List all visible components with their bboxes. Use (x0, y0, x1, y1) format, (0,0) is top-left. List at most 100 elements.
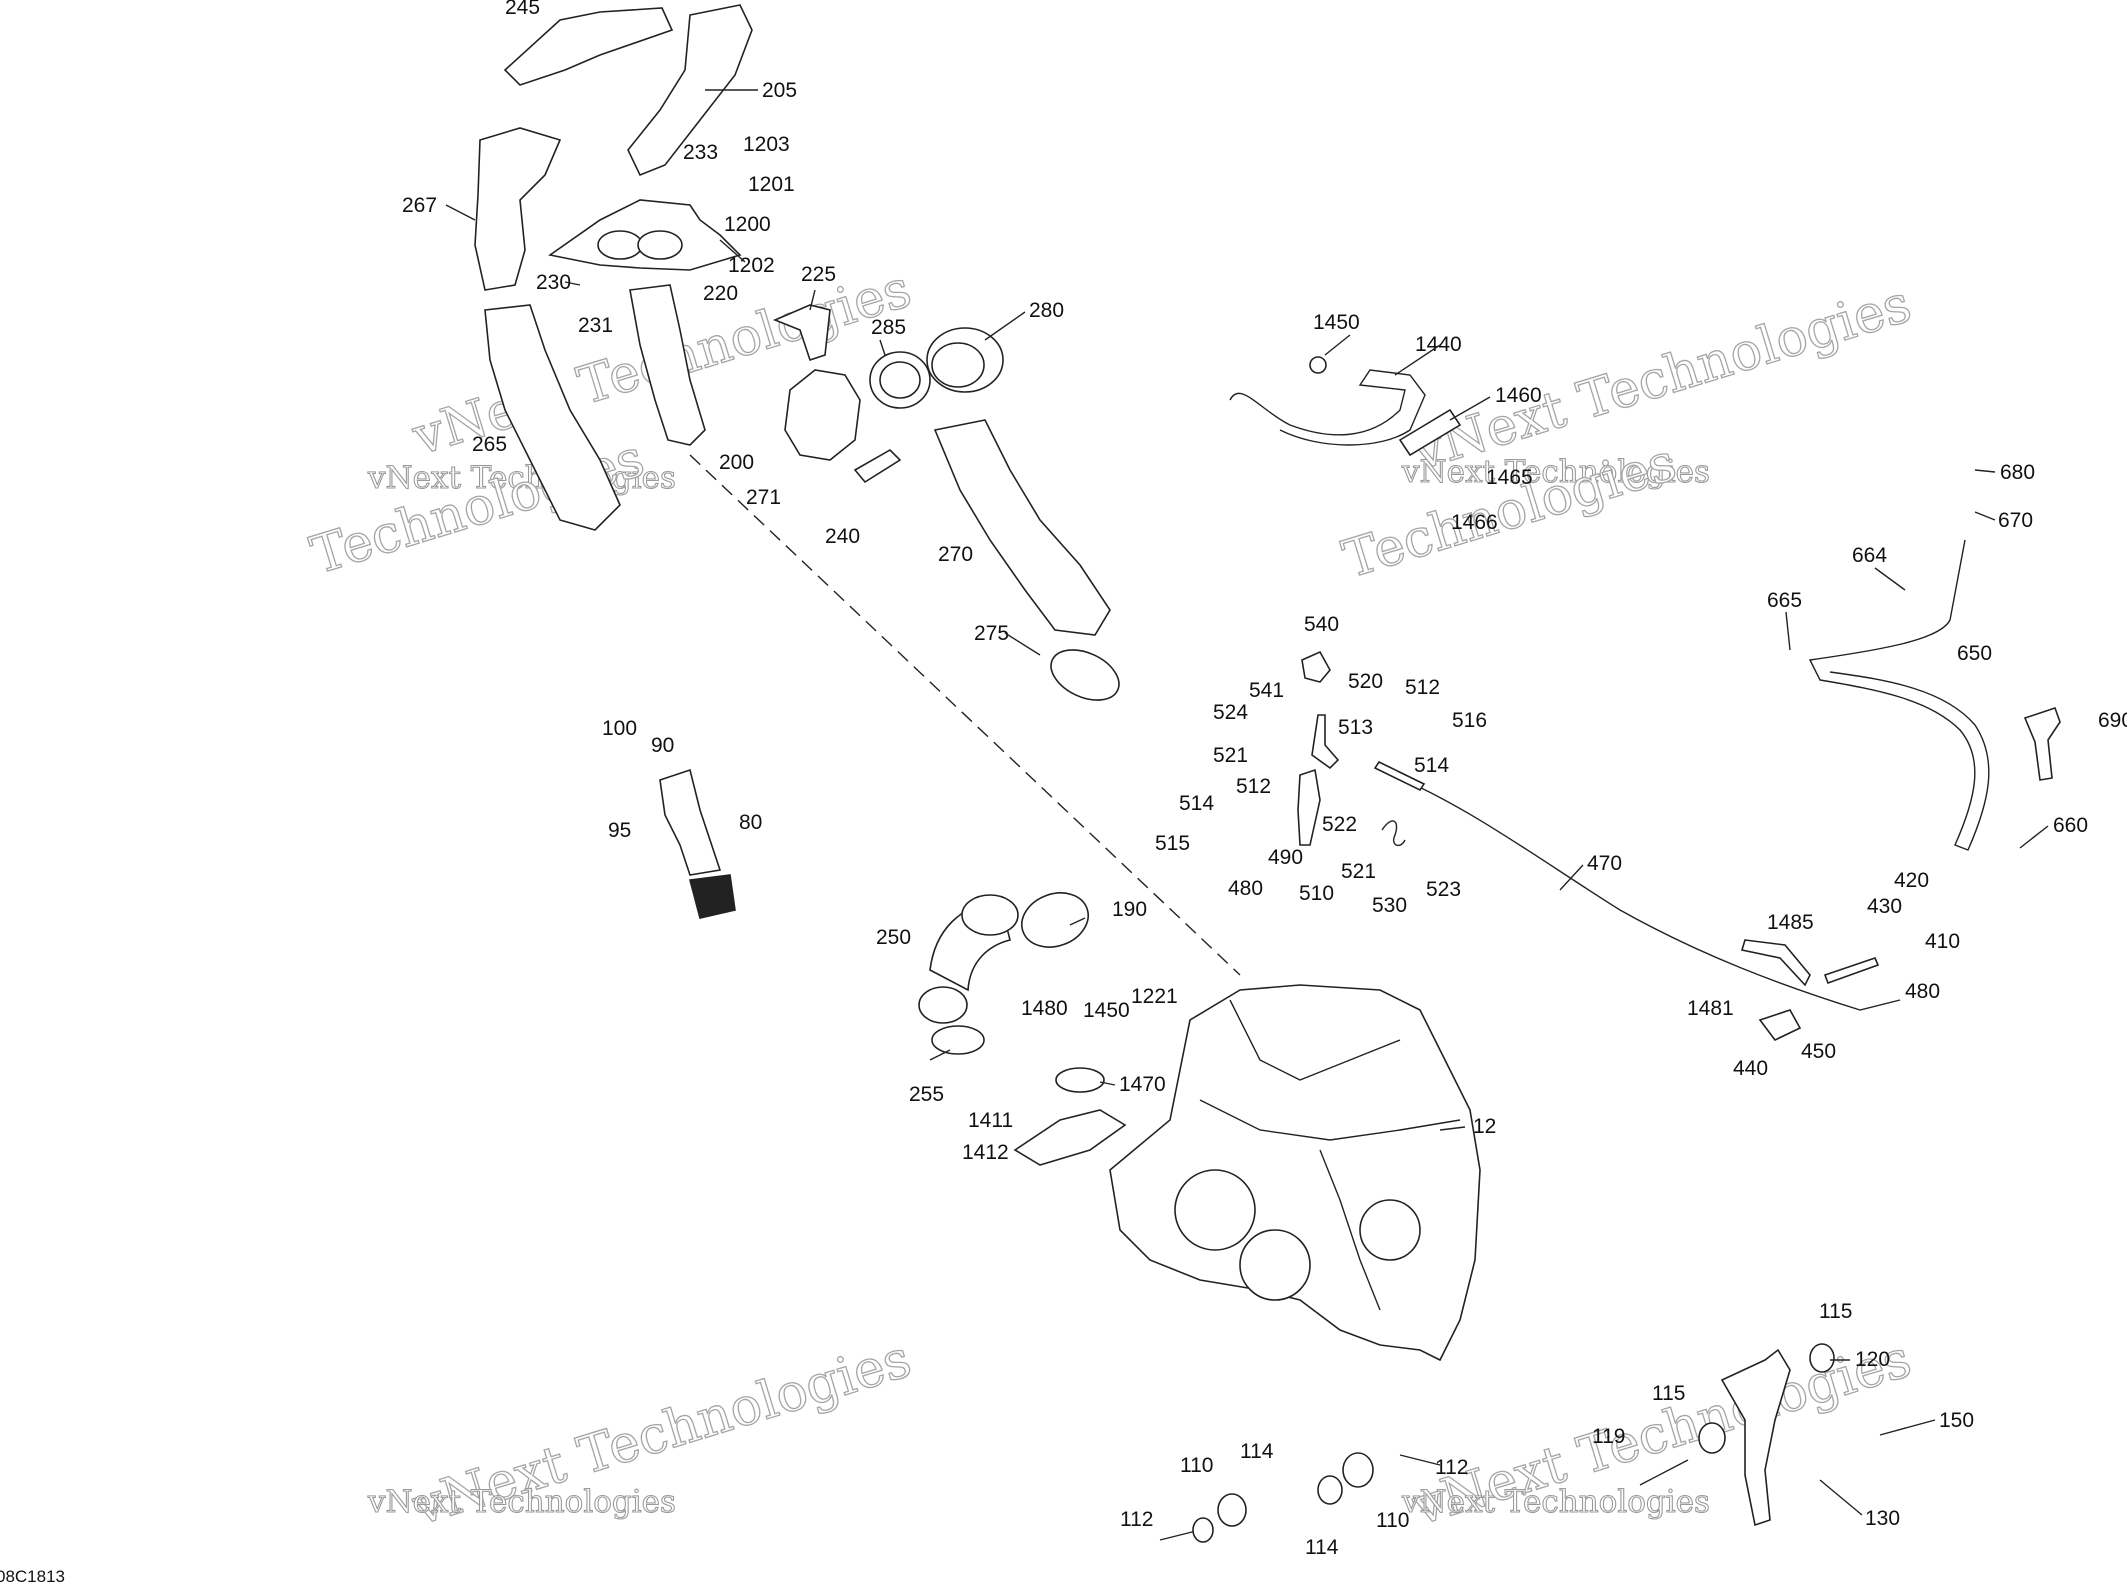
callout-label: 541 (1249, 679, 1284, 702)
spring-part (1373, 760, 1426, 792)
callout-label: 512 (1236, 775, 1271, 798)
callout-label: 1200 (724, 213, 771, 236)
callout-label: 430 (1867, 895, 1902, 918)
gear-part (1698, 1422, 1726, 1454)
callout-label: 225 (801, 263, 836, 286)
gear-part (1217, 1493, 1247, 1527)
air-guide-part (503, 7, 674, 86)
watermark: vNext Technologies (1401, 454, 1710, 490)
callout-label: 1481 (1687, 997, 1734, 1020)
callout-label: 205 (762, 79, 797, 102)
air-duct-part (474, 127, 562, 291)
callout-label: 450 (1801, 1040, 1836, 1063)
callout-label: 664 (1852, 544, 1887, 567)
callout-label: 120 (1855, 1348, 1890, 1371)
callout-label: 470 (1587, 852, 1622, 875)
watermark: vNext Technologies (1401, 1484, 1710, 1520)
callout-label: 514 (1414, 754, 1449, 777)
callout-label: 1201 (748, 173, 795, 196)
cover-part (772, 304, 831, 362)
callout-label: 1470 (1119, 1073, 1166, 1096)
callout-label: 1221 (1131, 985, 1178, 1008)
shaft-part (1639, 1459, 1689, 1486)
callout-label: 480 (1228, 877, 1263, 900)
callout-group: 245 205 233 1203 1201 267 1200 1202 230 … (402, 0, 2127, 1559)
clip-part (853, 449, 902, 484)
tube-part (1808, 539, 1990, 851)
callout-label: 110 (1376, 1509, 1409, 1532)
callout-label: 100 (602, 717, 637, 740)
callout-label: 1466 (1451, 511, 1498, 534)
leader-lines (445, 89, 2049, 1516)
housing-part (784, 369, 861, 461)
callout-label: 650 (1957, 642, 1992, 665)
callout-label: 521 (1341, 860, 1376, 883)
callout-label: 516 (1452, 709, 1487, 732)
callout-label: 150 (1939, 1409, 1974, 1432)
callout-label: 271 (746, 486, 781, 509)
air-duct-part (629, 284, 706, 446)
callout-label: 1411 (968, 1109, 1013, 1132)
gear-part (1342, 1452, 1374, 1488)
bracket-part (1758, 1009, 1802, 1042)
spring-part (1381, 820, 1406, 847)
callout-label: 540 (1304, 613, 1339, 636)
shift-fork-part (1720, 1348, 1791, 1527)
hose-part (2023, 706, 2061, 781)
callout-label: 200 (719, 451, 754, 474)
knob-part (1301, 650, 1331, 683)
callout-label: 490 (1268, 846, 1303, 869)
clamp-part (931, 1025, 985, 1055)
duct-mouth (918, 986, 968, 1024)
callout-label: 255 (909, 1083, 944, 1106)
callout-label: 1440 (1415, 333, 1462, 356)
callout-label: 270 (938, 543, 973, 566)
callout-label: 114 (1305, 1536, 1339, 1559)
air-duct-part (933, 419, 1111, 636)
callout-label: 90 (651, 734, 674, 757)
callout-label: 480 (1905, 980, 1940, 1003)
ring-part (879, 361, 921, 399)
watermark: vNext Technologies (367, 1484, 676, 1520)
callout-label: 680 (2000, 461, 2035, 484)
watermark: vNext Technologies (367, 460, 676, 496)
lever-part (1311, 714, 1340, 770)
gear-part (1809, 1343, 1835, 1373)
bracket-part (1297, 768, 1321, 846)
diagram-reference-code: 08C1813 (0, 1567, 65, 1586)
callout-label: 115 (1652, 1382, 1685, 1405)
tube-part (1740, 939, 1811, 987)
callout-label: 245 (505, 0, 540, 19)
callout-label: 512 (1405, 676, 1440, 699)
callout-label: 523 (1426, 878, 1461, 901)
parts-art (474, 4, 2061, 1543)
callout-label: 660 (2053, 814, 2088, 837)
callout-label: 524 (1213, 701, 1248, 724)
hose-part (1398, 408, 1462, 457)
engine-assembly (1109, 984, 1481, 1362)
callout-label: 115 (1819, 1300, 1852, 1323)
callout-label: 280 (1029, 299, 1064, 322)
callout-label: 231 (578, 314, 613, 337)
callout-label: 112 (1435, 1456, 1468, 1479)
callout-label: 530 (1372, 894, 1407, 917)
duct-mouth (961, 894, 1019, 936)
callout-label: 1202 (728, 254, 775, 277)
cable-part (1379, 769, 1901, 1011)
air-duct-part (627, 4, 753, 177)
callout-label: 670 (1998, 509, 2033, 532)
callout-label: 95 (608, 819, 631, 842)
callout-label: 1480 (1021, 997, 1068, 1020)
callout-label: 230 (536, 271, 571, 294)
callout-label: 513 (1338, 716, 1373, 739)
callout-label: 12 (1473, 1115, 1496, 1138)
gear-part (1192, 1517, 1214, 1543)
callout-label: 285 (871, 316, 906, 339)
clamp-part (1309, 356, 1327, 374)
callout-label: 110 (1180, 1454, 1213, 1477)
clamp-part (1050, 649, 1120, 701)
clamp-part (1055, 1067, 1105, 1093)
spring-part (1823, 957, 1880, 985)
callout-label: 1460 (1495, 384, 1542, 407)
